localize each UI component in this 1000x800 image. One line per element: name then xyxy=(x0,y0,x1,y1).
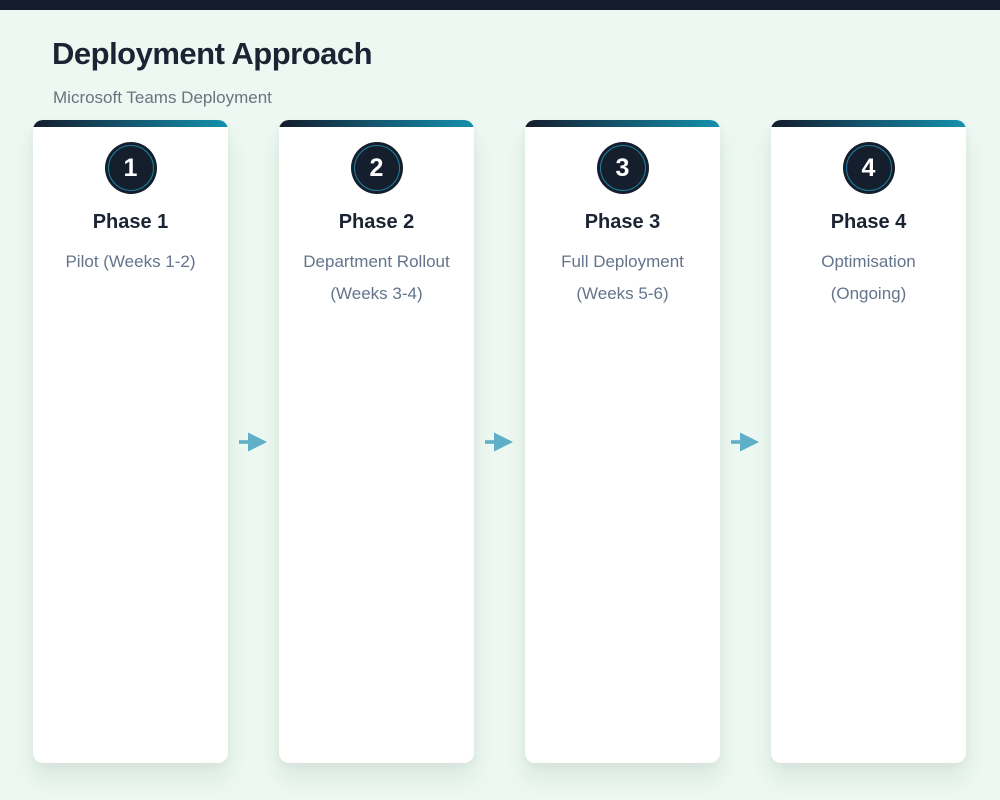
card-accent-bar xyxy=(525,120,720,127)
arrow-right-icon xyxy=(730,432,759,451)
phase-number: 1 xyxy=(123,153,138,182)
phase-title: Phase 4 xyxy=(830,211,907,233)
flow-connector xyxy=(474,120,525,763)
phase-title: Phase 3 xyxy=(584,211,661,233)
top-accent-bar xyxy=(0,0,1000,10)
phase-number: 4 xyxy=(861,153,876,182)
page-title: Deployment Approach xyxy=(52,36,373,71)
card-accent-bar xyxy=(33,120,228,127)
card-accent-bar xyxy=(279,120,474,127)
phase-card-3: 3 Phase 3 Full Deployment (Weeks 5-6) xyxy=(525,120,720,763)
phase-number-badge: 2 xyxy=(350,142,403,194)
arrow-right-icon xyxy=(484,432,513,451)
card-accent-bar xyxy=(771,120,966,127)
flow-connector xyxy=(720,120,771,763)
phase-title: Phase 2 xyxy=(338,211,415,233)
phase-card-2: 2 Phase 2 Department Rollout (Weeks 3-4) xyxy=(279,120,474,763)
arrow-right-icon xyxy=(238,432,267,451)
phase-description: Pilot (Weeks 1-2) xyxy=(65,252,196,271)
phase-description: Optimisation (Ongoing) xyxy=(821,252,916,303)
phase-number-badge: 3 xyxy=(596,142,649,194)
phase-number: 3 xyxy=(615,153,630,182)
phase-description: Full Deployment (Weeks 5-6) xyxy=(561,252,684,303)
page-subtitle: Microsoft Teams Deployment xyxy=(53,88,272,107)
flow-connector xyxy=(228,120,279,763)
phase-number: 2 xyxy=(369,153,384,182)
phase-number-badge: 1 xyxy=(104,142,157,194)
phase-flow-diagram: 1 Phase 1 Pilot (Weeks 1-2) 2 Phase 2 De… xyxy=(0,108,1000,763)
phase-title: Phase 1 xyxy=(92,211,169,233)
page-header: Deployment Approach Microsoft Teams Depl… xyxy=(0,10,1000,108)
phase-card-4: 4 Phase 4 Optimisation (Ongoing) xyxy=(771,120,966,763)
phase-description: Department Rollout (Weeks 3-4) xyxy=(303,252,450,303)
phase-number-badge: 4 xyxy=(842,142,895,194)
phase-card-1: 1 Phase 1 Pilot (Weeks 1-2) xyxy=(33,120,228,763)
